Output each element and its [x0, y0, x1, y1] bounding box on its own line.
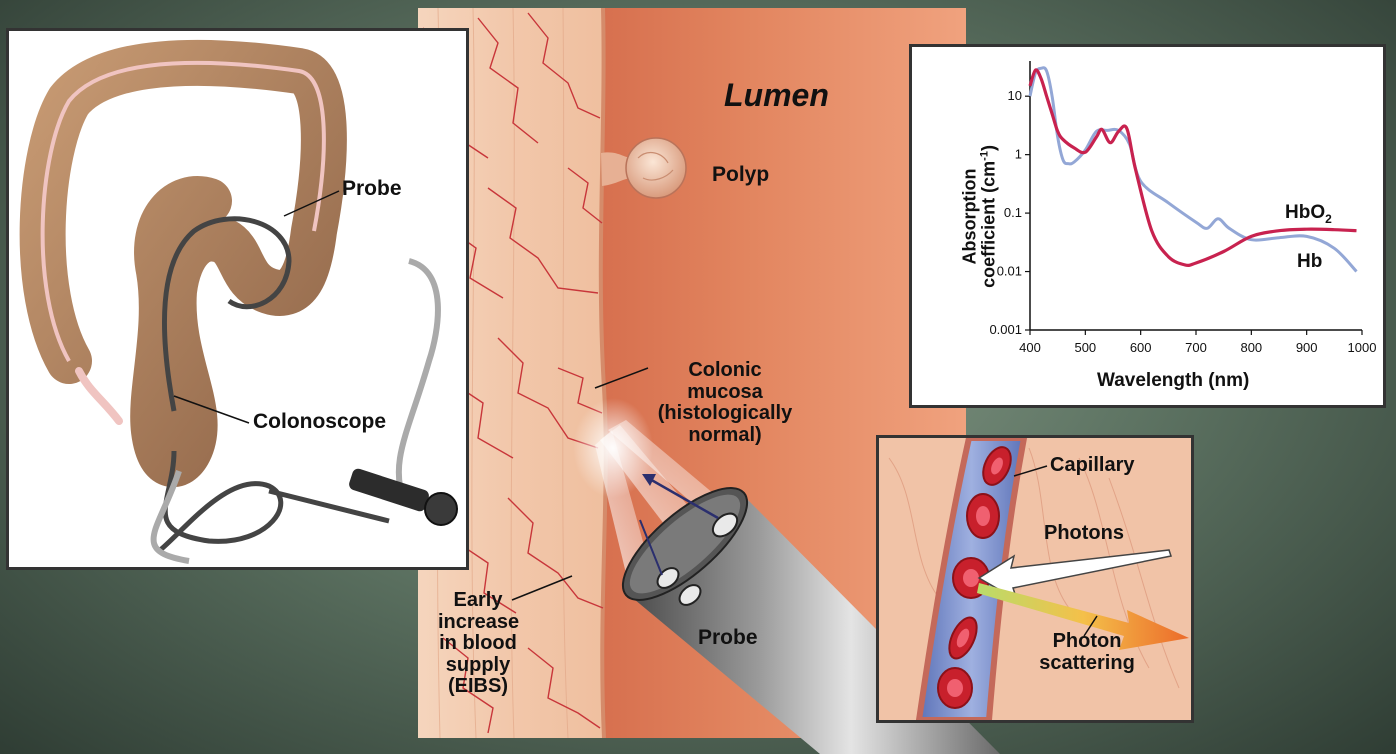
- colonic-mucosa-label: Colonic mucosa (histologically normal): [650, 360, 800, 446]
- probe-main-label: Probe: [698, 627, 758, 650]
- chart-y-tick-label: 0.01: [997, 264, 1022, 279]
- tissue-light-glow: [573, 398, 653, 498]
- colonic-mucosa-line-4: normal): [650, 425, 800, 447]
- chart-y-label-line-1: Absorption: [961, 106, 980, 326]
- eibs-line-5: (EIBS): [438, 676, 518, 698]
- series-label-hbo2: HbO2: [1285, 203, 1332, 226]
- chart-x-tick-label: 400: [1019, 340, 1041, 355]
- colonoscope-knob: [425, 493, 457, 525]
- probe-inset-label: Probe: [342, 178, 402, 201]
- chart-x-tick-label: 800: [1240, 340, 1262, 355]
- chart-x-tick-label: 900: [1296, 340, 1318, 355]
- polyp-label: Polyp: [712, 164, 769, 187]
- chart-plot-area: [1030, 68, 1357, 272]
- eibs-line-1: Early: [438, 590, 518, 612]
- colonic-mucosa-line-1: Colonic: [650, 360, 800, 382]
- chart-x-tick-label: 1000: [1348, 340, 1377, 355]
- chart-y-axis-label: Absorption coefficient (cm-1): [961, 106, 1000, 326]
- chart-series-line-hb: [1030, 68, 1357, 272]
- polyp: [626, 138, 686, 198]
- colonoscope-handle: [348, 467, 431, 513]
- chart-y-tick-label: 1: [1015, 147, 1022, 162]
- chart-x-tick-label: 700: [1185, 340, 1207, 355]
- chart-x-axis-label: Wavelength (nm): [1097, 371, 1249, 392]
- eibs-line-3: in blood: [438, 633, 518, 655]
- chart-y-tick-label: 10: [1008, 88, 1022, 103]
- colon-body: [43, 63, 324, 464]
- chart-y-label-line-2: coefficient (cm-1): [980, 106, 999, 326]
- colonic-mucosa-line-2: mucosa: [650, 382, 800, 404]
- chart-y-tick-label: 0.1: [1004, 205, 1022, 220]
- absorption-chart-panel: 40050060070080090010000.0010.010.1110 Ab…: [909, 44, 1386, 408]
- colon-panel: Probe Colonoscope: [6, 28, 469, 570]
- capillary-panel: Capillary Photons Photon scattering: [876, 435, 1194, 723]
- eibs-line-4: supply: [438, 655, 518, 677]
- chart-x-tick-label: 600: [1130, 340, 1152, 355]
- photon-scattering-label: Photon scattering: [1027, 631, 1147, 674]
- capillary-label: Capillary: [1050, 455, 1134, 477]
- photon-scattering-line-1: Photon: [1027, 631, 1147, 653]
- photon-scattering-line-2: scattering: [1027, 653, 1147, 675]
- colonoscope-label: Colonoscope: [253, 411, 386, 434]
- eibs-label: Early increase in blood supply (EIBS): [438, 590, 518, 698]
- eibs-line-2: increase: [438, 612, 518, 634]
- series-label-hb: Hb: [1297, 252, 1322, 273]
- chart-x-tick-label: 500: [1074, 340, 1096, 355]
- appendix: [79, 371, 119, 421]
- capillary-illustration: [879, 438, 1191, 720]
- colon-illustration: [9, 31, 466, 567]
- photons-label: Photons: [1044, 523, 1124, 545]
- colonic-mucosa-line-3: (histologically: [650, 403, 800, 425]
- lumen-label: Lumen: [724, 78, 829, 113]
